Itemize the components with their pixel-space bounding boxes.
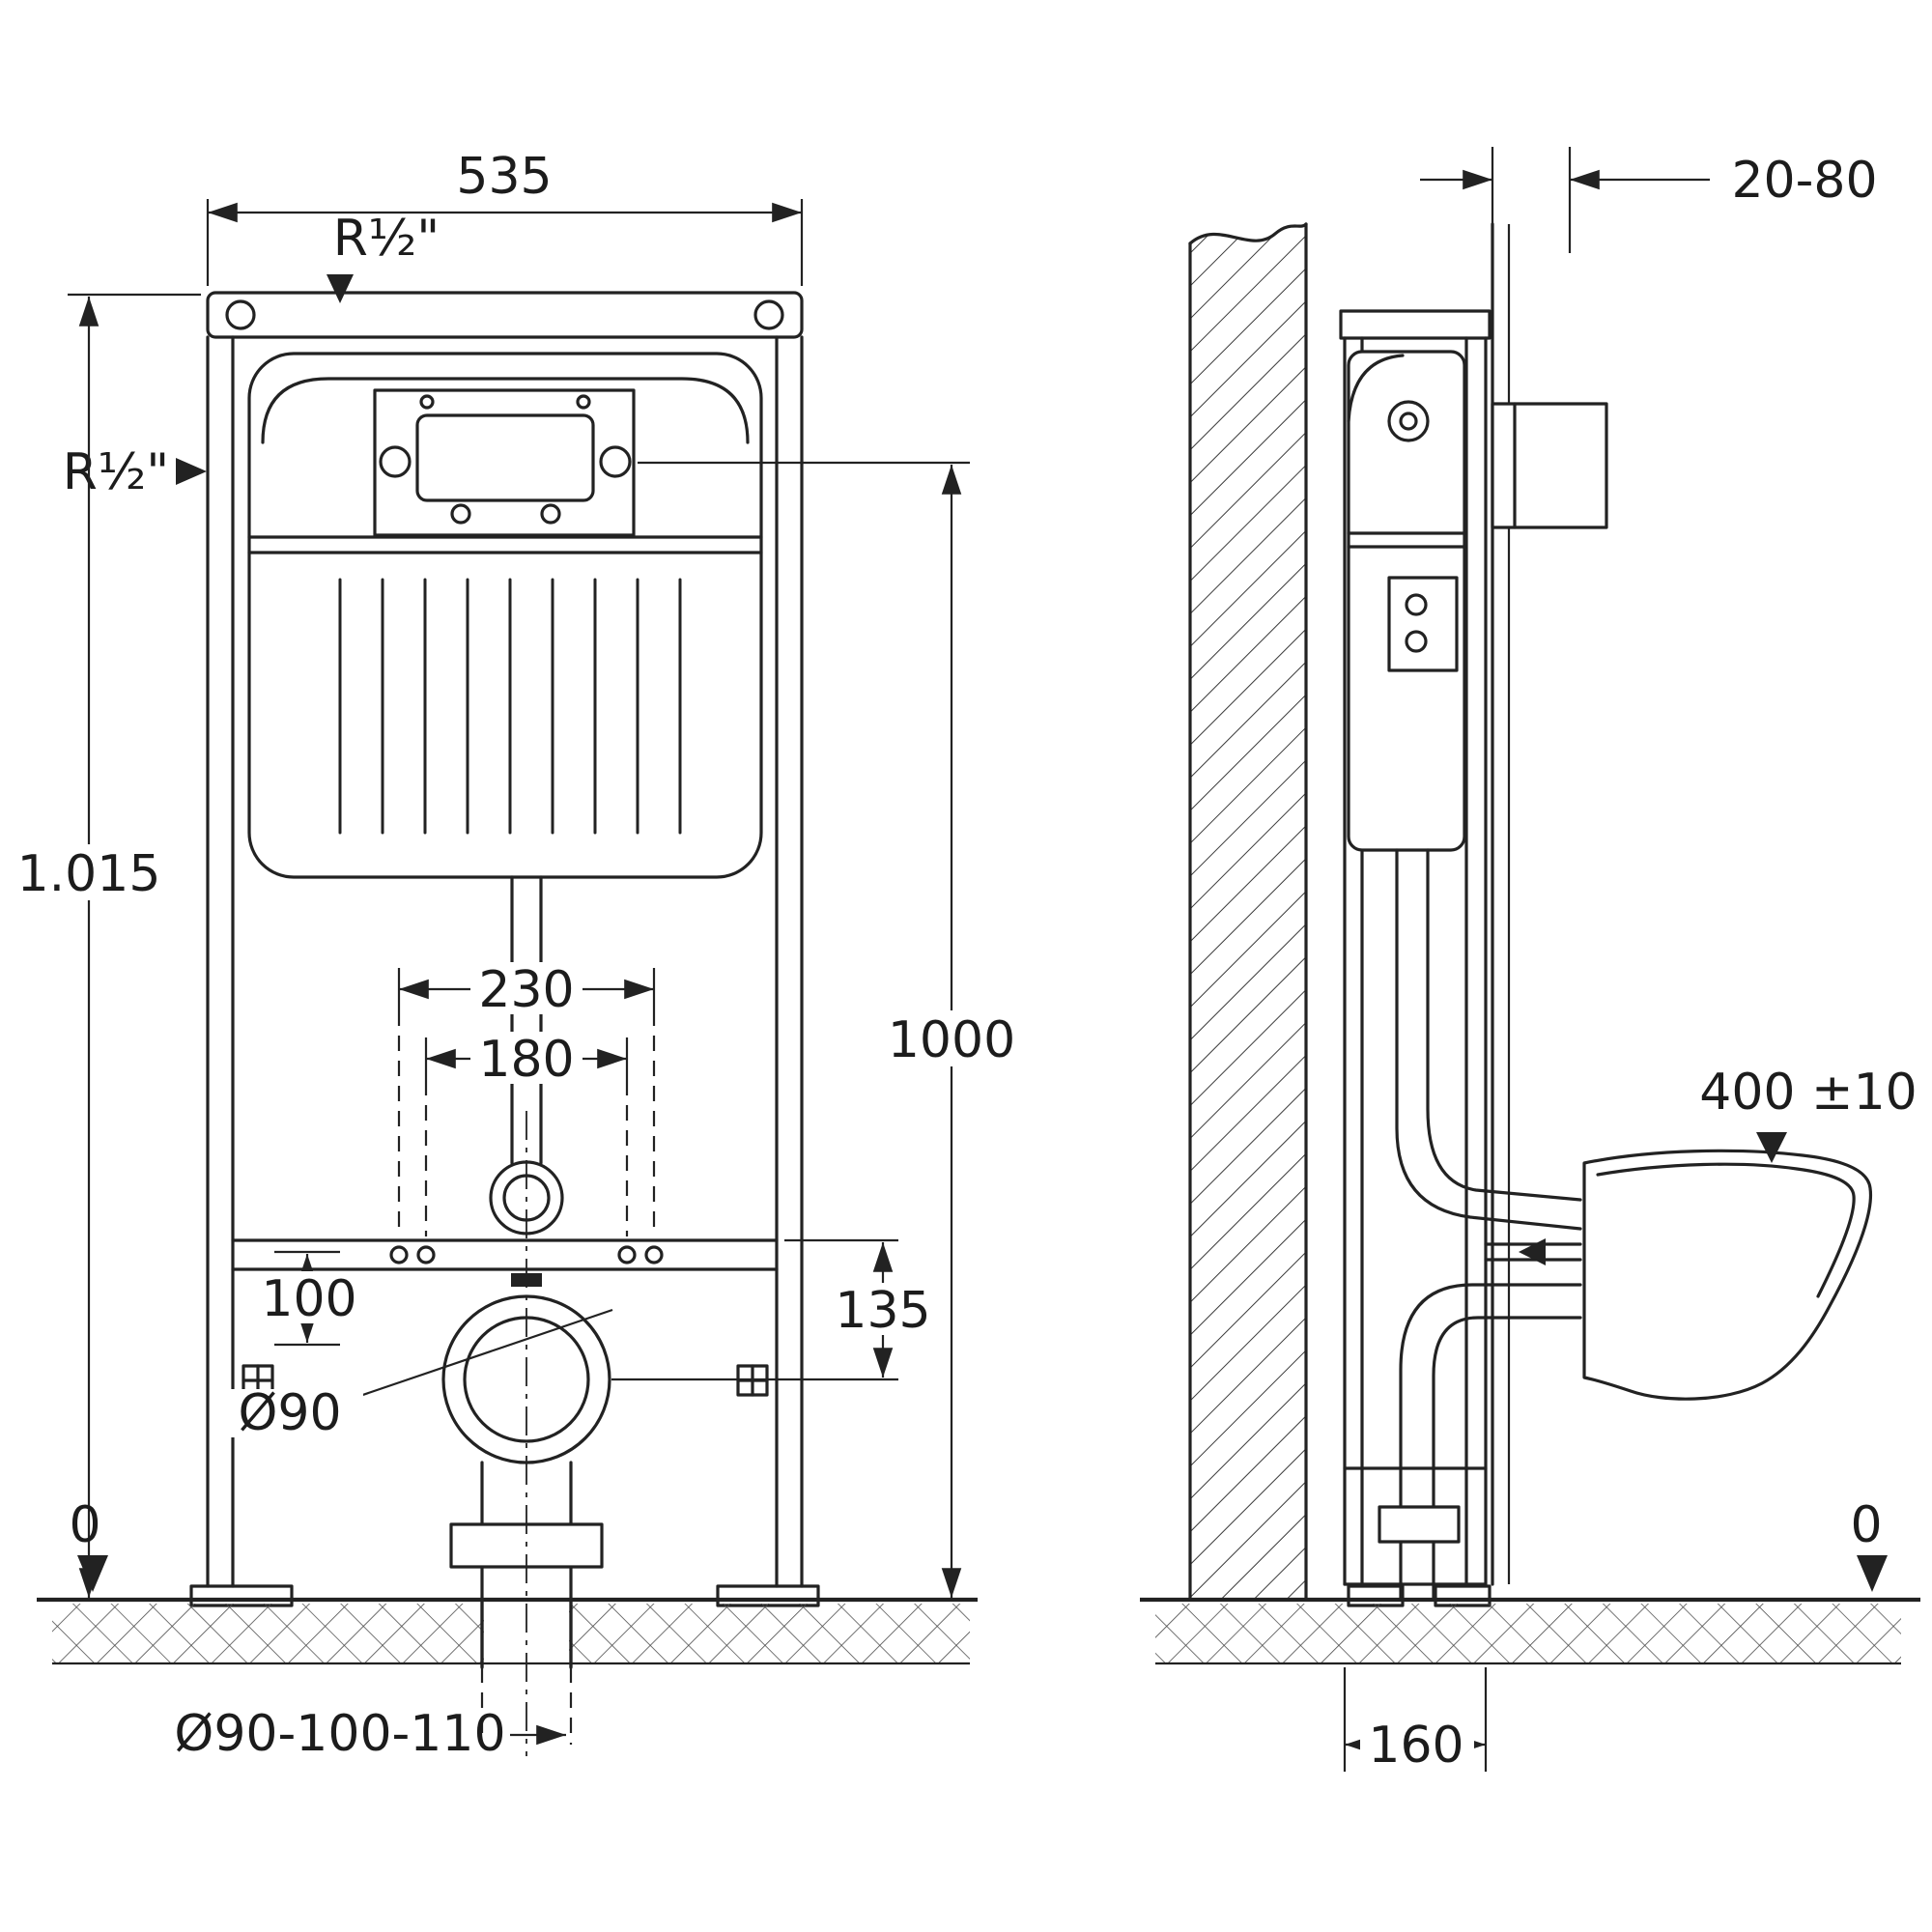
dim-floor-zero-left: 0 [69,1496,100,1554]
flush-plate-opening [373,388,636,537]
floor-section-left [37,1111,978,1756]
floor-section-right [1140,1597,1920,1665]
dim-offset-height: 100 [261,1270,356,1328]
dim-frame-width: 535 [456,148,552,206]
side-view: 20-80 400 ±10 0 160 [1140,147,1920,1775]
floor-datum-arrow-right [1857,1555,1888,1592]
dim-outlet-center-height: 135 [835,1282,930,1340]
water-inlet-arrow-top [327,274,354,303]
dim-inlet-top: R½" [333,210,440,268]
front-dimensions: 535 R½" R½" 1.015 1000 230 [17,148,1024,1763]
wall-section [1188,222,1308,1602]
concealed-cistern [247,352,763,879]
water-inlet-arrow-left [176,458,207,485]
fixing-bolt-arrow [1519,1238,1546,1265]
dim-inlet-left: R½" [63,443,169,501]
dim-drain-options: Ø90-100-110 [174,1705,505,1763]
side-dimensions: 20-80 400 ±10 0 160 [1343,147,1918,1775]
front-view: 535 R½" R½" 1.015 1000 230 [17,148,1024,1763]
cistern-ribs [338,578,682,835]
dim-frame-depth: 160 [1368,1717,1463,1775]
dim-fixing-span: 230 [478,961,574,1019]
dim-floor-zero-right: 0 [1850,1496,1882,1554]
toilet-bowl [1582,1149,1873,1401]
bowl-height-arrow [1756,1132,1787,1163]
dim-actuator-height: 1000 [888,1011,1015,1069]
dim-frame-height: 1.015 [17,845,161,903]
mounting-frame [189,291,820,1607]
dim-bowl-rim-height: 400 ±10 [1699,1064,1918,1122]
flush-plate-side [1491,402,1608,529]
dim-wall-finish-range: 20-80 [1731,152,1877,210]
dim-outlet-diameter: Ø90 [238,1384,341,1442]
dim-inner-span: 180 [478,1031,574,1089]
flush-and-outlet-pipes [1378,848,1582,1602]
cistern-side [1347,350,1466,852]
floor-datum-arrow-left [77,1555,108,1592]
